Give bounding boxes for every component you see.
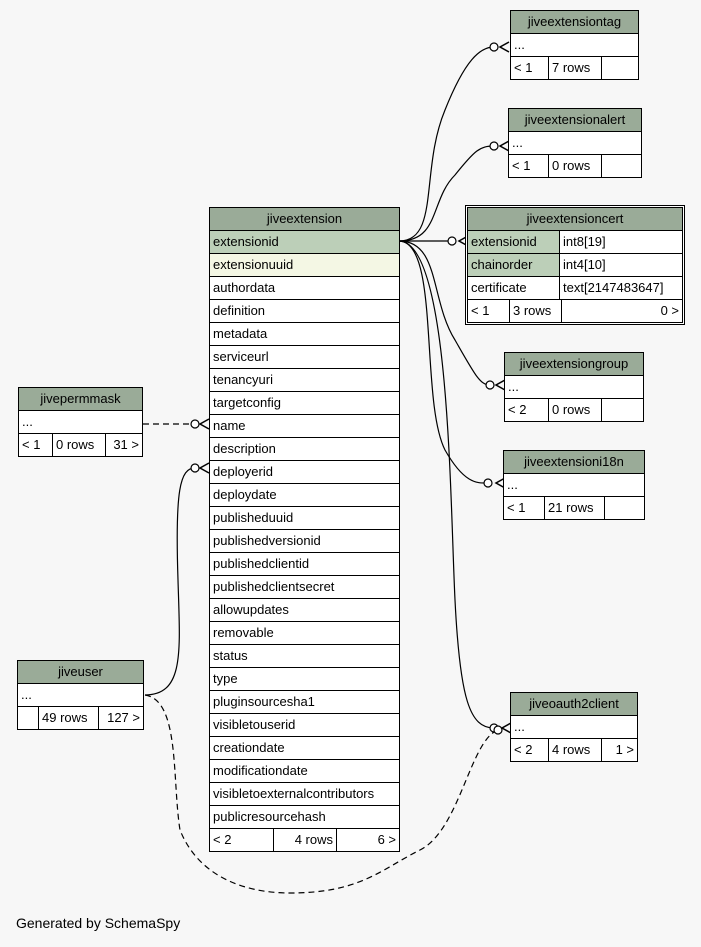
- table-row: pluginsourcesha1: [210, 691, 399, 714]
- row-count: 0 rows: [53, 434, 106, 456]
- table-row: publisheduuid: [210, 507, 399, 530]
- table-jiveextensiongroup[interactable]: jiveextensiongroup ... < 2 0 rows: [504, 352, 644, 422]
- table-row: chainorder int4[10]: [468, 254, 682, 277]
- table-header[interactable]: jiveextensiontag: [511, 11, 638, 34]
- table-header[interactable]: jiveextensiongroup: [505, 353, 643, 376]
- table-row: metadata: [210, 323, 399, 346]
- table-row: status: [210, 645, 399, 668]
- row-count: 3 rows: [510, 300, 562, 322]
- table-row: visibletouserid: [210, 714, 399, 737]
- table-row: tenancyuri: [210, 369, 399, 392]
- table-jiveextensionalert[interactable]: jiveextensionalert ... < 1 0 rows: [508, 108, 642, 178]
- table-row: ...: [19, 411, 142, 434]
- table-jiveextension[interactable]: jiveextension extensionid extensionuuid …: [209, 207, 400, 852]
- table-row: description: [210, 438, 399, 461]
- column-type: text[2147483647]: [563, 280, 664, 295]
- row-count: 21 rows: [545, 497, 605, 519]
- parents-count: [18, 707, 39, 729]
- parents-count: < 2: [511, 739, 549, 761]
- table-footer: < 1 0 rows: [509, 155, 641, 177]
- children-count: 31 >: [113, 437, 139, 452]
- table-row: modificationdate: [210, 760, 399, 783]
- table-footer: < 1 21 rows: [504, 497, 644, 519]
- table-jiveextensiontag[interactable]: jiveextensiontag ... < 1 7 rows: [510, 10, 639, 80]
- table-row: publishedclientsecret: [210, 576, 399, 599]
- table-row: ...: [509, 132, 641, 155]
- table-row: deployerid: [210, 461, 399, 484]
- children-count: [602, 155, 641, 177]
- table-footer: < 1 7 rows: [511, 57, 638, 79]
- table-header[interactable]: jiveuser: [18, 661, 143, 684]
- table-row: name: [210, 415, 399, 438]
- children-count: [602, 399, 643, 421]
- table-row: type: [210, 668, 399, 691]
- table-row: extensionid: [210, 231, 399, 254]
- table-row: allowupdates: [210, 599, 399, 622]
- table-row: definition: [210, 300, 399, 323]
- table-row: certificate text[2147483647]: [468, 277, 682, 300]
- row-count: 0 rows: [549, 155, 602, 177]
- children-count: 0 >: [660, 303, 679, 318]
- table-header[interactable]: jiveoauth2client: [511, 693, 637, 716]
- column-type: int8[19]: [563, 234, 606, 249]
- row-count: 4 rows: [549, 739, 602, 761]
- table-row: publishedclientid: [210, 553, 399, 576]
- table-footer: < 2 4 rows 6 >: [210, 829, 399, 851]
- generated-by-label: Generated by SchemaSpy: [16, 915, 181, 931]
- column-name: chainorder: [468, 254, 560, 276]
- column-name: extensionid: [468, 231, 560, 253]
- table-header[interactable]: jiveextensioni18n: [504, 451, 644, 474]
- children-count: [602, 57, 638, 79]
- table-row: ...: [504, 474, 644, 497]
- table-footer: < 1 0 rows 31 >: [19, 434, 142, 456]
- table-jiveuser[interactable]: jiveuser ... 49 rows 127 >: [17, 660, 144, 730]
- table-row: creationdate: [210, 737, 399, 760]
- children-count: 1 >: [615, 742, 634, 757]
- table-row: ...: [511, 34, 638, 57]
- parents-count: < 1: [511, 57, 549, 79]
- table-row: ...: [505, 376, 643, 399]
- table-jiveextensioncert[interactable]: jiveextensioncert extensionid int8[19] c…: [465, 205, 685, 325]
- table-jiveextensioni18n[interactable]: jiveextensioni18n ... < 1 21 rows: [503, 450, 645, 520]
- table-row: extensionuuid: [210, 254, 399, 277]
- table-jiveoauth2client[interactable]: jiveoauth2client ... < 2 4 rows 1 >: [510, 692, 638, 762]
- table-header[interactable]: jivepermmask: [19, 388, 142, 411]
- table-footer: < 1 3 rows 0 >: [468, 300, 682, 322]
- table-row: publishedversionid: [210, 530, 399, 553]
- parents-count: < 1: [509, 155, 549, 177]
- table-row: publicresourcehash: [210, 806, 399, 829]
- table-header[interactable]: jiveextension: [210, 208, 399, 231]
- row-count: 4 rows: [274, 829, 337, 851]
- table-footer: 49 rows 127 >: [18, 707, 143, 729]
- children-count: [605, 497, 644, 519]
- table-footer: < 2 0 rows: [505, 399, 643, 421]
- table-row: ...: [18, 684, 143, 707]
- parents-count: < 2: [210, 829, 274, 851]
- table-jivepermmask[interactable]: jivepermmask ... < 1 0 rows 31 >: [18, 387, 143, 457]
- children-count: 6 >: [377, 832, 396, 847]
- table-row: deploydate: [210, 484, 399, 507]
- children-count: 127 >: [107, 710, 140, 725]
- table-row: targetconfig: [210, 392, 399, 415]
- table-footer: < 2 4 rows 1 >: [511, 739, 637, 761]
- table-row: extensionid int8[19]: [468, 231, 682, 254]
- parents-count: < 2: [505, 399, 549, 421]
- parents-count: < 1: [504, 497, 545, 519]
- column-name: certificate: [468, 277, 560, 299]
- table-header[interactable]: jiveextensioncert: [468, 208, 682, 231]
- table-row: visibletoexternalcontributors: [210, 783, 399, 806]
- parents-count: < 1: [19, 434, 53, 456]
- table-row: authordata: [210, 277, 399, 300]
- table-row: serviceurl: [210, 346, 399, 369]
- table-header[interactable]: jiveextensionalert: [509, 109, 641, 132]
- row-count: 0 rows: [549, 399, 602, 421]
- row-count: 7 rows: [549, 57, 602, 79]
- table-row: ...: [511, 716, 637, 739]
- row-count: 49 rows: [39, 707, 99, 729]
- column-type: int4[10]: [563, 257, 606, 272]
- table-row: removable: [210, 622, 399, 645]
- parents-count: < 1: [468, 300, 510, 322]
